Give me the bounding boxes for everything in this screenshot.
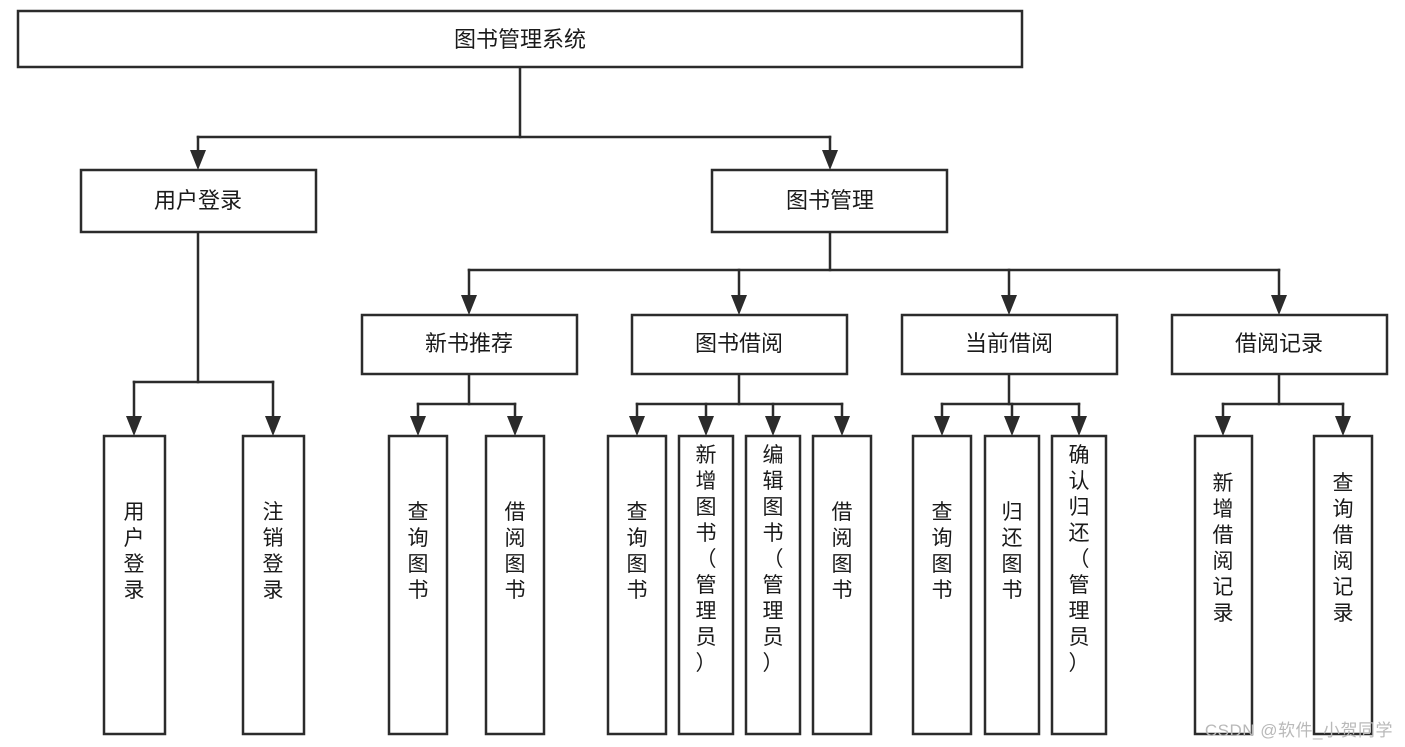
leaf-box-query-book-current[interactable] [911, 434, 973, 736]
leaf-box-borrow-book-rec[interactable] [484, 434, 546, 736]
node-new-book-recommend-box[interactable] [360, 313, 579, 376]
leaf-node-query-book-borrow[interactable]: 查询图书 [606, 434, 668, 736]
leaf-box-user-login[interactable] [102, 434, 167, 736]
leaf-node-user-login[interactable]: 用户登录 [102, 434, 167, 736]
node-root-box[interactable] [16, 9, 1024, 69]
leaf-box-confirm-return-admin[interactable] [1050, 434, 1108, 736]
leaf-label-query-book-current: 查询图书 [932, 501, 953, 602]
node-book-borrow[interactable]: 图书借阅 [630, 313, 849, 376]
node-borrow-record-label: 借阅记录 [1235, 331, 1323, 356]
leaf-label-borrow-book: 借阅图书 [832, 501, 853, 602]
leaf-label-borrow-book-rec: 借阅图书 [505, 501, 526, 602]
leaf-node-add-borrow-record[interactable]: 新增借阅记录 [1193, 434, 1254, 736]
leaf-node-borrow-book[interactable]: 借阅图书 [811, 434, 873, 736]
leaf-node-query-book-rec[interactable]: 查询图书 [387, 434, 449, 736]
node-new-book-recommend[interactable]: 新书推荐 [360, 313, 579, 376]
leaf-box-borrow-book[interactable] [811, 434, 873, 736]
leaf-node-confirm-return-admin[interactable]: 确认归还（管理员） [1050, 434, 1108, 736]
node-book-borrow-box[interactable] [630, 313, 849, 376]
leaf-node-query-book-current[interactable]: 查询图书 [911, 434, 973, 736]
arrow-user-login-leaf1 [126, 416, 142, 436]
node-current-borrow-label: 当前借阅 [965, 331, 1053, 356]
connector-layer [126, 65, 1351, 436]
leaf-label-logout: 注销登录 [263, 501, 284, 602]
leaf-label-query-book-borrow: 查询图书 [627, 501, 648, 602]
node-borrow-record-box[interactable] [1170, 313, 1389, 376]
node-user-login-box[interactable] [79, 168, 318, 234]
node-user-login[interactable]: 用户登录 [79, 168, 318, 234]
arrow-current-borrow-leaf2 [1004, 416, 1020, 436]
leaf-label-add-borrow-record: 新增借阅记录 [1213, 472, 1234, 625]
arrow-new-book-rec-leaf2 [507, 416, 523, 436]
arrow-user-login-leaf2 [265, 416, 281, 436]
leaf-box-query-book-borrow[interactable] [606, 434, 668, 736]
node-current-borrow[interactable]: 当前借阅 [900, 313, 1119, 376]
leaf-box-add-borrow-record[interactable] [1193, 434, 1254, 736]
arrow-book-borrow-leaf4 [834, 416, 850, 436]
leaf-box-logout[interactable] [241, 434, 306, 736]
node-book-management[interactable]: 图书管理 [710, 168, 949, 234]
node-book-management-label: 图书管理 [786, 188, 874, 213]
leaf-label-query-book-rec: 查询图书 [408, 501, 429, 602]
leaf-layer: 用户登录 注销登录 查询图书 借阅图书 查询图书 新增图书（管理员） [102, 434, 1374, 736]
leaf-node-borrow-book-rec[interactable]: 借阅图书 [484, 434, 546, 736]
arrow-root-to-user-login [190, 150, 206, 170]
arrow-to-borrow-record [1271, 295, 1287, 315]
leaf-label-user-login: 用户登录 [124, 501, 145, 602]
node-borrow-record[interactable]: 借阅记录 [1170, 313, 1389, 376]
arrow-to-new-book-rec [461, 295, 477, 315]
node-book-management-box[interactable] [710, 168, 949, 234]
leaf-label-confirm-return-admin: 确认归还（管理员） [1069, 444, 1090, 675]
leaf-node-add-book-admin[interactable]: 新增图书（管理员） [677, 434, 735, 736]
leaf-label-query-borrow-record: 查询借阅记录 [1333, 472, 1354, 625]
arrow-root-to-book-mgmt [822, 150, 838, 170]
node-root-label: 图书管理系统 [454, 27, 586, 52]
arrow-book-borrow-leaf3 [765, 416, 781, 436]
arrow-borrow-record-leaf1 [1215, 416, 1231, 436]
leaf-box-edit-book-admin[interactable] [744, 434, 802, 736]
arrow-to-book-borrow [731, 295, 747, 315]
arrow-book-borrow-leaf1 [629, 416, 645, 436]
node-book-borrow-label: 图书借阅 [695, 331, 783, 356]
leaf-box-add-book-admin[interactable] [677, 434, 735, 736]
arrow-current-borrow-leaf3 [1071, 416, 1087, 436]
arrow-new-book-rec-leaf1 [410, 416, 426, 436]
leaf-node-return-book[interactable]: 归还图书 [983, 434, 1041, 736]
arrow-book-borrow-leaf2 [698, 416, 714, 436]
leaf-label-return-book: 归还图书 [1002, 501, 1023, 602]
node-user-login-label: 用户登录 [154, 188, 242, 213]
arrow-to-current-borrow [1001, 295, 1017, 315]
leaf-box-query-borrow-record[interactable] [1312, 434, 1374, 736]
leaf-node-query-borrow-record[interactable]: 查询借阅记录 [1312, 434, 1374, 736]
leaf-label-edit-book-admin: 编辑图书（管理员） [763, 444, 784, 675]
node-root[interactable]: 图书管理系统 [16, 9, 1024, 69]
leaf-box-return-book[interactable] [983, 434, 1041, 736]
arrow-current-borrow-leaf1 [934, 416, 950, 436]
node-new-book-recommend-label: 新书推荐 [425, 331, 513, 356]
leaf-node-logout[interactable]: 注销登录 [241, 434, 306, 736]
leaf-box-query-book-rec[interactable] [387, 434, 449, 736]
leaf-node-edit-book-admin[interactable]: 编辑图书（管理员） [744, 434, 802, 736]
arrow-borrow-record-leaf2 [1335, 416, 1351, 436]
node-current-borrow-box[interactable] [900, 313, 1119, 376]
leaf-label-add-book-admin: 新增图书（管理员） [696, 444, 717, 675]
